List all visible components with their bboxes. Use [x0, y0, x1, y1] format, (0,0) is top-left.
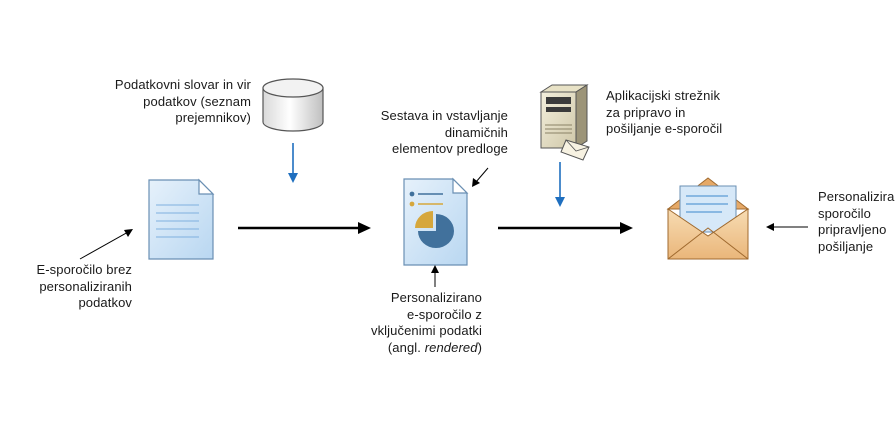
data-source-label: Podatkovni slovar in vir podatkov (sezna… — [114, 77, 251, 125]
document-pointer — [79, 229, 133, 260]
document-icon — [148, 178, 215, 260]
open-envelope-icon — [666, 177, 750, 260]
email-without-data-label: E-sporočilo brez personaliziranih podatk… — [36, 262, 132, 310]
flow-arrow-1 — [238, 222, 371, 234]
database-icon — [262, 78, 324, 132]
rendered-pointer — [431, 265, 439, 287]
ready-email-label: Personalizira sporočilo pripravljeno poš… — [818, 189, 895, 254]
personalized-email-label: Personalizirano e-sporočilo z vključenim… — [370, 290, 482, 355]
server-arrow — [555, 162, 565, 207]
database-arrow — [288, 143, 298, 183]
server-icon — [539, 84, 590, 161]
rendered-note: (angl. rendered) — [387, 339, 482, 355]
template-assembly-label: Sestava in vstavljanje dinamičnih elemen… — [380, 108, 508, 156]
app-server-label: Aplikacijski strežnik za pripravo in poš… — [606, 88, 723, 136]
report-document-icon — [403, 177, 469, 266]
flow-arrow-2 — [498, 222, 633, 234]
template-pointer — [472, 167, 489, 187]
ready-pointer — [766, 223, 808, 231]
